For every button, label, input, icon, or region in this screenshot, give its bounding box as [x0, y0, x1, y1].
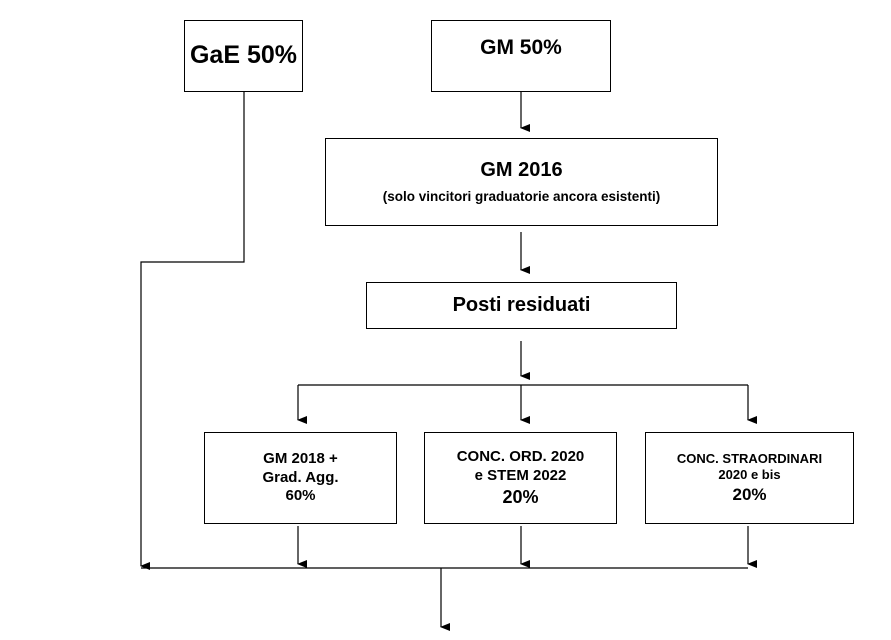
gm2018-box: GM 2018 + Grad. Agg. 60%	[204, 432, 397, 524]
conc-ord-line1: CONC. ORD. 2020	[456, 448, 585, 465]
gm2018-line2: Grad. Agg.	[262, 468, 339, 486]
posti-residuati-box: Posti residuati	[366, 282, 677, 329]
gae-connector	[140, 92, 245, 570]
gae-label: GaE 50%	[189, 41, 297, 70]
gm2016-title: GM 2016	[480, 159, 563, 182]
conc-ord-box: CONC. ORD. 2020 e STEM 2022 20%	[424, 432, 617, 524]
gm-label: GM 50%	[480, 36, 562, 59]
conc-ord-line2: e STEM 2022	[474, 466, 567, 484]
gae-box: GaE 50%	[184, 20, 303, 92]
conc-str-percent: 20%	[732, 484, 767, 504]
gm2016-box: GM 2016 (solo vincitori graduatorie anco…	[325, 138, 718, 226]
gm-box: GM 50%	[431, 20, 611, 92]
gm2018-line1: GM 2018 +	[263, 449, 338, 467]
posti-label: Posti residuati	[452, 294, 591, 316]
conc-ord-percent: 20%	[502, 486, 539, 507]
conc-str-line2: 2020 e bis	[718, 467, 781, 483]
conc-str-box: CONC. STRAORDINARI 2020 e bis 20%	[645, 432, 854, 524]
gm2018-percent: 60%	[285, 487, 316, 505]
gm2016-subtitle: (solo vincitori graduatorie ancora esist…	[382, 189, 661, 205]
conc-str-line1: CONC. STRAORDINARI	[676, 451, 823, 467]
